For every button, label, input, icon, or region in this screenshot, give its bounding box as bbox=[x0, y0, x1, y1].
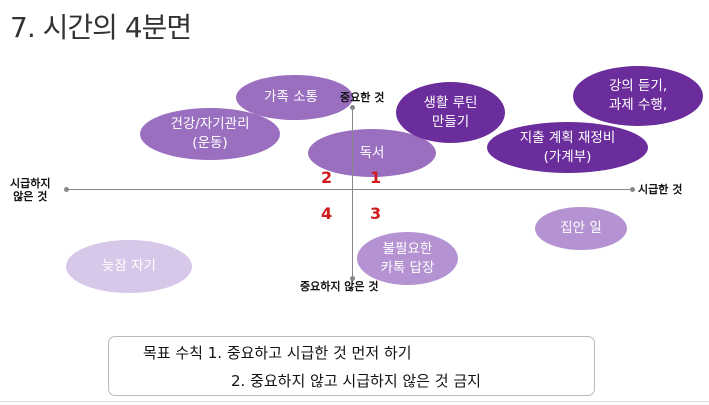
goal-box: 목표 수칙 1. 중요하고 시급한 것 먼저 하기 2. 중요하지 않고 시급하… bbox=[108, 336, 595, 396]
quadrant-2-number: 2 bbox=[321, 168, 333, 187]
item-reading: 독서 bbox=[308, 129, 436, 177]
quadrant-3-number: 3 bbox=[370, 204, 382, 223]
goal-line-2: 2. 중요하지 않고 시급하지 않은 것 금지 bbox=[231, 372, 481, 390]
item-label: 강의 듣기, bbox=[608, 78, 668, 94]
item-label: 건강/자기관리 bbox=[170, 116, 250, 132]
item-oversleep: 늦잠 자기 bbox=[66, 240, 192, 293]
axis-label-important: 중요한 것 bbox=[340, 91, 385, 104]
item-label: 카톡 답장 bbox=[380, 259, 435, 276]
axis-label-not-important: 중요하지 않은 것 bbox=[300, 280, 379, 293]
quadrant-4-number: 4 bbox=[321, 204, 333, 223]
importance-axis bbox=[352, 107, 353, 278]
item-label: 독서 bbox=[359, 144, 385, 161]
item-health: 건강/자기관리 (운동) bbox=[140, 108, 280, 160]
slide-title: 7. 시간의 4분면 bbox=[10, 11, 192, 44]
item-label: 불필요한 bbox=[382, 240, 433, 257]
quadrant-1-number: 1 bbox=[370, 168, 382, 187]
axis-endpoint bbox=[350, 276, 355, 281]
goal-line-1: 목표 수칙 1. 중요하고 시급한 것 먼저 하기 bbox=[143, 344, 412, 362]
item-label: 집안 일 bbox=[560, 220, 602, 236]
divider bbox=[0, 401, 709, 402]
item-label: 과제 수행, bbox=[608, 97, 668, 113]
axis-label-line: 시급하지 bbox=[10, 177, 51, 190]
item-label: 지출 계획 재정비 bbox=[519, 129, 616, 146]
item-label: 가족 소통 bbox=[264, 89, 318, 105]
axis-label-line: 않은 것 bbox=[13, 190, 48, 203]
axis-endpoint bbox=[630, 187, 635, 192]
axis-label-urgent: 시급한 것 bbox=[638, 183, 683, 196]
axis-endpoint bbox=[350, 105, 355, 110]
item-family: 가족 소통 bbox=[236, 75, 353, 120]
item-budget: 지출 계획 재정비 (가계부) bbox=[487, 122, 648, 173]
axis-endpoint bbox=[64, 187, 69, 192]
item-label: 만들기 bbox=[431, 113, 470, 130]
urgency-axis bbox=[66, 189, 632, 190]
item-chores: 집안 일 bbox=[535, 207, 627, 250]
item-label: 늦잠 자기 bbox=[102, 258, 156, 274]
item-label: (운동) bbox=[192, 135, 228, 151]
item-label: (가계부) bbox=[543, 148, 592, 165]
item-label: 생활 루틴 bbox=[423, 94, 478, 111]
item-lecture: 강의 듣기, 과제 수행, bbox=[573, 66, 703, 126]
